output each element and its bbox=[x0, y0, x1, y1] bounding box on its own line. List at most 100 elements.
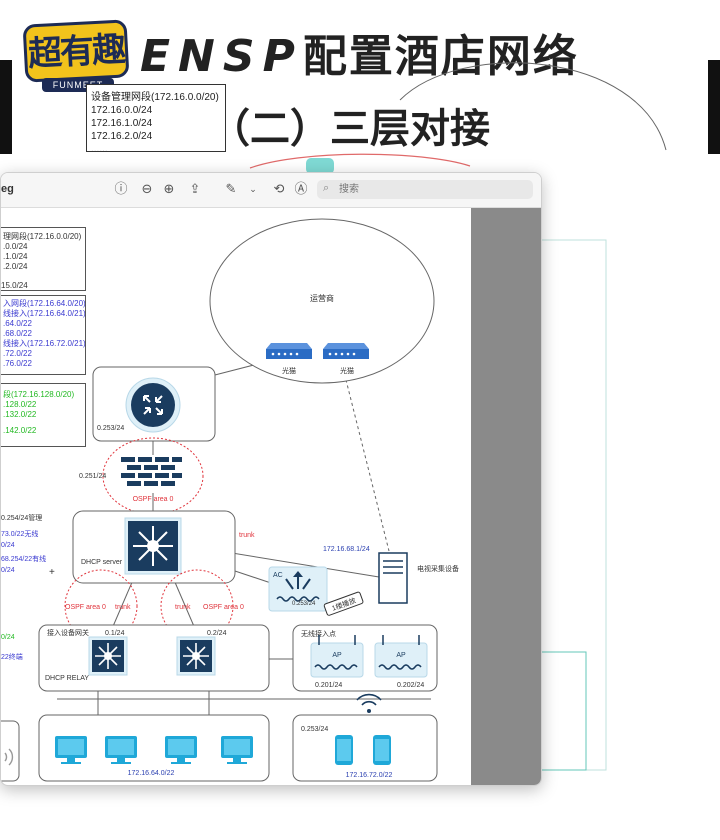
note-line: 线接入(172.16.64.0/21) bbox=[3, 309, 86, 318]
pc-2-icon bbox=[105, 736, 137, 764]
pc-group-frame bbox=[38, 714, 270, 782]
note-line: .76.0/22 bbox=[3, 359, 32, 368]
note-line: .132.0/22 bbox=[3, 410, 37, 419]
note-line: 段(172.16.128.0/20) bbox=[3, 390, 75, 399]
wireless-label: 无线接入点 bbox=[301, 629, 336, 638]
access-switch-2-ip: 0.2/24 bbox=[207, 630, 227, 637]
access-switch-2-icon bbox=[176, 636, 216, 676]
phone-group-ip: 0.253/24 bbox=[301, 726, 328, 733]
title-en: ENSP bbox=[140, 31, 303, 82]
mgmt-subnet-note: 理网段(172.16.0.0/20) .0.0/24 .1.0/24 .2.0/… bbox=[1, 227, 86, 291]
trunk-left-label: trunk bbox=[115, 604, 131, 611]
modem-1-icon bbox=[266, 343, 312, 359]
core-side-ip-2: 0/24 bbox=[1, 542, 15, 549]
trunk-right-label: trunk bbox=[239, 532, 255, 539]
pen-icon[interactable]: ✎ bbox=[225, 181, 237, 196]
core-wireless-subnet: 73.0/22无线 bbox=[1, 529, 38, 538]
left-green-label-1: 0/24 bbox=[1, 634, 15, 641]
plus-icon: + bbox=[49, 567, 55, 578]
bg-cloud-arc bbox=[399, 62, 667, 151]
left-dark-bar bbox=[0, 60, 12, 154]
background-mgmt-note: 设备管理网段(172.16.0.0/20) 172.16.0.0/24 172.… bbox=[86, 84, 226, 152]
title-cn: 配置酒店网络 bbox=[302, 31, 579, 82]
phone-subnet-label: 172.16.72.0/22 bbox=[346, 772, 393, 779]
ap-2-ip: 0.202/24 bbox=[397, 682, 424, 689]
left-green-label-2: 22终端 bbox=[1, 652, 23, 661]
phone-group-frame bbox=[292, 714, 438, 782]
green-subnet-note: 段(172.16.128.0/20) .128.0/22 .132.0/22 .… bbox=[1, 383, 86, 447]
pc-subnet-label: 172.16.64.0/22 bbox=[128, 770, 175, 777]
bg-teal-chip bbox=[306, 158, 334, 174]
pc-4-icon bbox=[221, 736, 253, 764]
modem-2-icon bbox=[323, 343, 369, 359]
ospf-top-label: OSPF area 0 bbox=[133, 496, 174, 503]
core-side-ip-4: 0/24 bbox=[1, 567, 15, 574]
link-operator-server bbox=[342, 367, 390, 552]
note-line: .128.0/22 bbox=[3, 400, 37, 409]
ac-ip: 0.253/24 bbox=[292, 601, 316, 607]
phone-2-icon bbox=[373, 735, 391, 765]
info-icon[interactable]: ⓘ bbox=[114, 181, 128, 196]
left-wifi-icon bbox=[4, 748, 14, 766]
note-line: 理网段(172.16.0.0/20) bbox=[3, 232, 82, 241]
search-icon: ⌕ bbox=[323, 182, 330, 194]
note-line: .142.0/22 bbox=[3, 426, 37, 435]
pc-3-icon bbox=[165, 736, 197, 764]
share-icon[interactable]: ⇪ bbox=[189, 181, 201, 196]
note-line: 线接入(172.16.72.0/21) bbox=[3, 339, 86, 348]
ap-2-label: AP bbox=[396, 652, 406, 659]
ap-1-label: AP bbox=[332, 652, 342, 659]
wifi-icon bbox=[356, 693, 382, 713]
pc-1-icon bbox=[55, 736, 87, 764]
dhcp-server-label: DHCP server bbox=[81, 559, 123, 566]
window-title: eg bbox=[1, 183, 14, 195]
note-line: .64.0/22 bbox=[3, 319, 32, 328]
note-line: 入网段(172.16.64.0/20) bbox=[3, 299, 86, 308]
server-ip: 172.16.68.1/24 bbox=[323, 546, 370, 553]
access-subnet-note: 入网段(172.16.64.0/20) 线接入(172.16.64.0/21) … bbox=[1, 295, 86, 375]
note-line: .0.0/24 bbox=[3, 242, 28, 251]
operator-cloud bbox=[209, 218, 435, 384]
chevron-down-icon[interactable]: ⌄ bbox=[249, 184, 257, 194]
video-subtitle: （二）三层对接 bbox=[210, 106, 490, 152]
markup-icon[interactable]: Ⓐ bbox=[294, 181, 308, 196]
zoom-out-icon[interactable]: ⊖ bbox=[141, 181, 153, 196]
ac-label: AC bbox=[273, 572, 283, 579]
bg-note-line: ...... bbox=[91, 144, 108, 152]
router-ip: 0.253/24 bbox=[97, 425, 124, 432]
modem-2-label: 光猫 bbox=[340, 366, 354, 375]
firewall-ip: 0.251/24 bbox=[79, 473, 106, 480]
note-line: .68.0/22 bbox=[3, 329, 32, 338]
ap-tag: 1楼播放 bbox=[323, 591, 364, 616]
ospf-left-label: OSPF area 0 bbox=[65, 604, 106, 611]
server-icon bbox=[378, 552, 408, 604]
rotate-icon[interactable]: ⟲ bbox=[273, 181, 285, 196]
core-mgmt-ip: 0.254/24管理 bbox=[1, 513, 42, 522]
bg-right-frame-inner bbox=[539, 651, 587, 771]
video-title: ENSP配置酒店网络 bbox=[140, 20, 680, 84]
trunk-mid-label: trunk bbox=[175, 604, 191, 611]
bg-red-arc bbox=[249, 153, 471, 169]
bg-note-line: 172.16.0.0/24 bbox=[91, 105, 153, 116]
note-line: .1.0/24 bbox=[3, 252, 28, 261]
firewall-icon bbox=[119, 455, 183, 493]
bg-note-line: 172.16.1.0/24 bbox=[91, 118, 153, 129]
bg-note-line: 172.16.2.0/24 bbox=[91, 131, 153, 142]
ap-2-icon bbox=[374, 635, 428, 678]
ap-1-icon bbox=[310, 635, 364, 678]
preview-toolbar: eg ⓘ ⊖ ⊕ ⇪ ✎ ⌄ ⟲ Ⓐ ⌕ bbox=[1, 173, 541, 208]
document-gray-margin bbox=[471, 208, 541, 785]
links bbox=[57, 357, 431, 715]
search-input[interactable] bbox=[317, 180, 533, 199]
note-line: .2.0/24 bbox=[3, 262, 28, 271]
modem-1-label: 光猫 bbox=[282, 366, 296, 375]
operator-label: 运营商 bbox=[310, 293, 334, 303]
phone-1-icon bbox=[335, 735, 353, 765]
access-switch-1-ip: 0.1/24 bbox=[105, 630, 125, 637]
preview-window[interactable]: eg ⓘ ⊖ ⊕ ⇪ ✎ ⌄ ⟲ Ⓐ ⌕ 理网段(172.16.0.0/20) … bbox=[0, 172, 542, 786]
zoom-in-icon[interactable]: ⊕ bbox=[163, 181, 175, 196]
core-switch-icon bbox=[124, 517, 182, 575]
bg-right-frame bbox=[539, 239, 607, 771]
access-gateway-label: 接入设备网关 bbox=[47, 628, 89, 637]
router-icon bbox=[125, 377, 181, 433]
